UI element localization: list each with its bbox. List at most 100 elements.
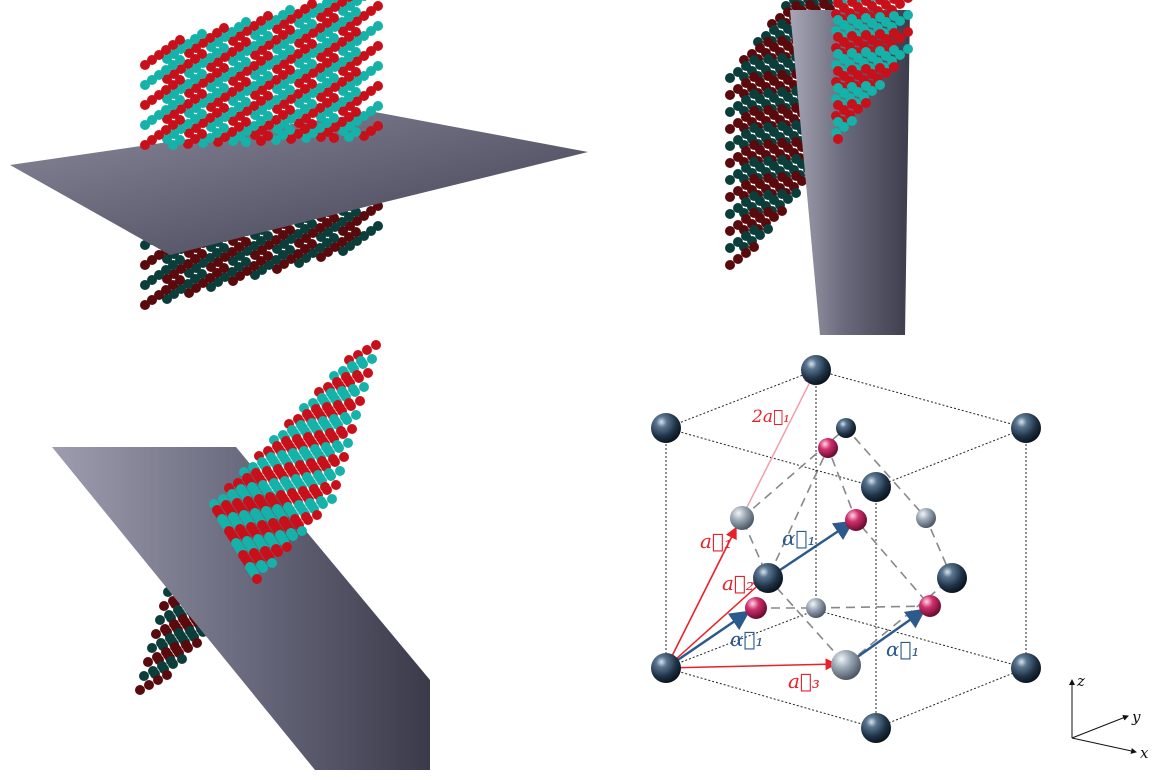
sphere-dark — [861, 713, 891, 743]
atom-red — [875, 63, 885, 73]
atom-cyan — [242, 126, 252, 136]
atom-cyan — [250, 508, 260, 518]
atom-red — [875, 29, 885, 39]
atom-red-shaded — [272, 264, 282, 274]
atom-cyan — [219, 43, 229, 53]
sphere-dark — [836, 418, 856, 438]
atom-red — [161, 85, 171, 95]
atom-cyan — [352, 0, 362, 6]
atom-cyan — [175, 95, 185, 105]
atom-cyan — [278, 130, 288, 140]
atom-red — [265, 492, 275, 502]
atom-red — [359, 131, 369, 141]
atom-red-shaded — [741, 146, 751, 156]
atom-red — [352, 16, 362, 26]
atom-red — [242, 26, 252, 36]
sphere-dark — [801, 355, 831, 385]
atom-red — [366, 86, 376, 96]
atom-red — [213, 137, 223, 147]
atom-red — [176, 64, 186, 74]
cleavage-plane-diagonal — [52, 447, 430, 770]
atom-red — [903, 27, 913, 37]
atom-cyan — [217, 514, 227, 524]
atom-red-shaded — [147, 255, 157, 265]
vector-a1 — [665, 526, 737, 669]
atom-red-shaded — [352, 216, 362, 226]
atom-cyan-shaded — [301, 253, 311, 263]
atom-cyan-shaded — [315, 243, 325, 253]
atom-cyan-shaded — [147, 643, 157, 653]
atom-cyan — [183, 79, 193, 89]
atom-red — [263, 131, 273, 141]
atom-cyan-shaded — [741, 129, 751, 139]
atom-red — [140, 140, 150, 150]
atom-cyan — [307, 418, 317, 428]
atom-cyan — [234, 102, 244, 112]
atom-red — [256, 16, 266, 26]
atom-red — [263, 51, 273, 61]
atom-red-shaded — [300, 244, 310, 254]
atom-cyan — [329, 73, 339, 83]
atom-red-shaded — [749, 106, 759, 116]
atom-red-shaded — [219, 263, 229, 273]
atom-red-shaded — [234, 242, 244, 252]
atom-cyan — [300, 24, 310, 34]
atom-red-shaded — [154, 290, 164, 300]
atom-cyan — [219, 83, 229, 93]
atom-red-shaded — [749, 174, 759, 184]
atom-cyan-shaded — [206, 282, 216, 292]
atom-cyan — [147, 75, 157, 85]
label-alpha1-upper: α⃗₁ — [782, 526, 816, 550]
axis-label-x: x — [1140, 744, 1149, 762]
atom-red — [220, 52, 230, 62]
atom-cyan — [903, 10, 913, 20]
atom-red-shaded — [212, 268, 222, 278]
atom-red — [306, 458, 316, 468]
atom-red-shaded — [733, 84, 743, 94]
atom-red — [373, 1, 383, 11]
atom-red — [241, 117, 251, 127]
atom-red-shaded — [777, 70, 787, 80]
atom-red — [889, 0, 899, 4]
atom-red — [268, 518, 278, 528]
atom-cyan — [833, 15, 843, 25]
atom-red — [263, 91, 273, 101]
atom-red-shaded — [264, 240, 274, 250]
atom-cyan — [168, 60, 178, 70]
atom-red — [219, 103, 229, 113]
atom-cyan — [227, 489, 237, 499]
atom-cyan-shaded — [763, 88, 773, 98]
atom-cyan-shaded — [185, 626, 195, 636]
atom-red — [336, 426, 346, 436]
label-alpha1-lower-left: α⃗₁ — [730, 627, 764, 651]
atom-red — [351, 27, 361, 37]
axis-label-y: y — [1131, 708, 1141, 726]
atom-red — [373, 41, 383, 51]
atom-cyan — [275, 530, 285, 540]
atom-red — [344, 112, 354, 122]
atom-cyan-shaded — [168, 260, 178, 270]
atom-cyan — [168, 100, 178, 110]
atom-red — [889, 28, 899, 38]
atom-red — [212, 28, 222, 38]
atom-cyan — [205, 93, 215, 103]
atom-cyan-shaded — [322, 238, 332, 248]
atom-red-shaded — [308, 228, 318, 238]
atom-cyan — [352, 36, 362, 46]
atom-red — [303, 432, 313, 442]
atom-red — [219, 23, 229, 33]
atom-cyan — [293, 69, 303, 79]
atom-red — [198, 38, 208, 48]
atom-cyan — [257, 457, 267, 467]
atom-red-shaded — [351, 227, 361, 237]
atom-cyan-shaded — [173, 605, 183, 615]
atom-red-shaded — [725, 226, 735, 236]
atom-red — [833, 32, 843, 42]
atom-red — [197, 129, 207, 139]
atom-cyan-shaded — [227, 267, 237, 277]
atom-red-shaded — [160, 624, 170, 634]
atom-cyan-shaded — [749, 191, 759, 201]
sphere-dark — [861, 472, 891, 502]
atom-red — [273, 464, 283, 474]
atom-red — [366, 46, 376, 56]
